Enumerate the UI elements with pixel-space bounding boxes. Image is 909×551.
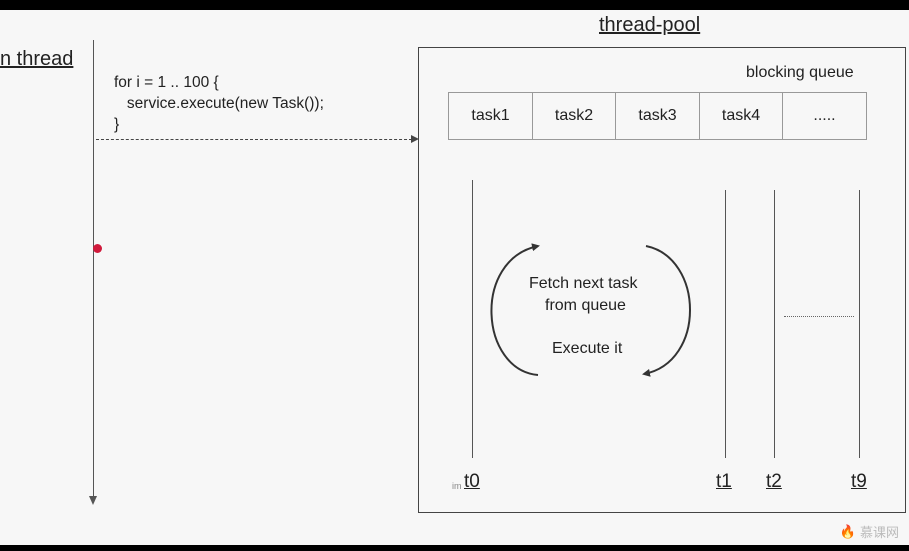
thread-label-t0: t0	[464, 471, 480, 492]
top-letterbox	[0, 0, 909, 10]
queue-cell-task1: task1	[449, 93, 533, 139]
worker-line-t9	[859, 190, 860, 458]
loop-text-execute: Execute it	[552, 340, 623, 357]
thread-pool-box	[418, 47, 906, 513]
code-snippet: for i = 1 .. 100 { service.execute(new T…	[114, 72, 324, 135]
thread-label-t1: t1	[716, 471, 732, 492]
loop-text-fetch: Fetch next task	[529, 275, 638, 292]
watermark-text: 慕课网	[859, 525, 899, 540]
watermark: 🔥 慕课网	[840, 522, 899, 541]
more-threads-ellipsis	[784, 316, 854, 317]
queue-cell-task3: task3	[616, 93, 700, 139]
code-line-2: service.execute(new Task());	[114, 95, 324, 112]
submit-arrowhead	[411, 135, 419, 143]
blocking-queue: task1 task2 task3 task4 .....	[448, 92, 867, 140]
code-line-3: }	[114, 116, 120, 133]
cursor-dot	[93, 244, 102, 253]
submit-arrow-line	[96, 139, 412, 140]
bottom-letterbox	[0, 545, 909, 551]
main-thread-timeline	[93, 40, 94, 500]
thread-label-t2: t2	[766, 471, 782, 492]
fetch-execute-loop	[490, 243, 691, 377]
flame-icon: 🔥	[839, 523, 856, 539]
timeline-arrowhead	[89, 496, 97, 505]
thread-label-t9: t9	[851, 471, 867, 492]
queue-cell-more: .....	[813, 107, 836, 124]
queue-cell-task4: task4	[700, 93, 783, 139]
overlay-fragment-text: im	[452, 481, 462, 491]
loop-arc-left	[490, 243, 540, 376]
worker-line-t0	[472, 180, 473, 458]
thread-pool-title: thread-pool	[599, 14, 701, 36]
queue-cell-task2: task2	[533, 93, 616, 139]
code-line-1: for i = 1 .. 100 {	[114, 74, 219, 91]
main-thread-title: n thread	[0, 48, 74, 70]
loop-arc-right	[642, 245, 691, 377]
worker-line-t2	[774, 190, 775, 458]
worker-line-t1	[725, 190, 726, 458]
blocking-queue-label: blocking queue	[746, 64, 854, 81]
loop-text-queue: from queue	[545, 297, 626, 314]
